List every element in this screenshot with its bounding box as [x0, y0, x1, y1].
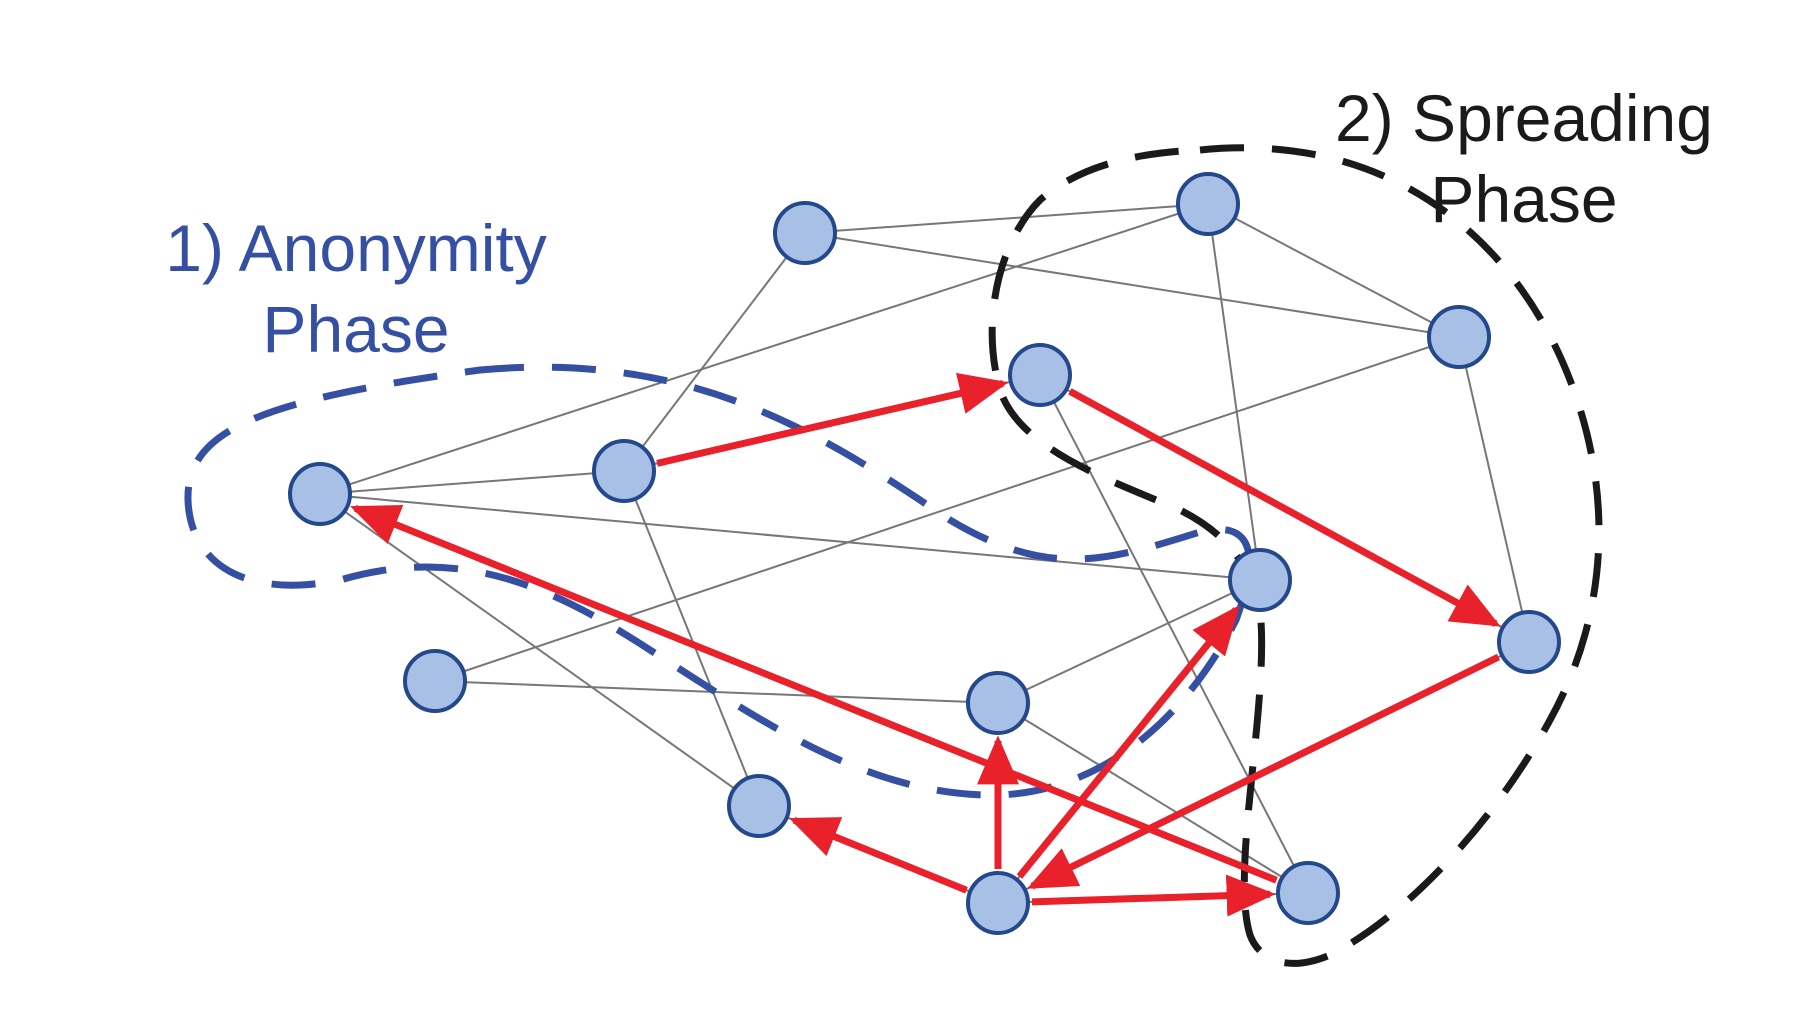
arrow-n6-n4: [656, 372, 1009, 467]
anonymity-phase-region: [184, 363, 1253, 799]
edge-n4-n13: [1039, 374, 1309, 894]
network-nodes: [288, 172, 1561, 935]
spreading-phase-region: [988, 144, 1603, 967]
node-n12: [966, 871, 1030, 935]
network-edges: [319, 203, 1530, 904]
node-n3: [1427, 305, 1491, 369]
node-n13: [1276, 861, 1340, 925]
arrow-n12-n13: [1031, 874, 1276, 917]
node-n4: [1008, 343, 1072, 407]
anonymity-phase-title: 1) Anonymity: [165, 211, 547, 285]
edge-n3-n8: [1458, 336, 1530, 643]
arrow-n4-n8: [1068, 388, 1501, 627]
node-n11: [727, 774, 791, 838]
edge-n1-n6: [623, 232, 806, 472]
node-n10: [966, 671, 1030, 735]
edge-n1-n2: [804, 203, 1209, 234]
edge-n6-n11: [623, 470, 760, 807]
node-n6: [592, 439, 656, 503]
edge-n2-n3: [1207, 203, 1460, 338]
edge-n5-n7: [319, 493, 1261, 581]
node-n2: [1176, 172, 1240, 236]
spreading-phase-title: 2) Spreading: [1335, 81, 1713, 155]
edge-n5-n6: [319, 470, 625, 495]
edge-n1-n3: [804, 232, 1460, 338]
spreading-phase-subtitle: Phase: [1430, 162, 1617, 236]
spreading-arrows: [350, 372, 1501, 917]
edge-n2-n5: [319, 203, 1209, 495]
edge-n10-n13: [997, 702, 1309, 894]
arrow-n13-n5: [350, 504, 1278, 884]
node-n1: [773, 201, 837, 265]
edge-n2-n7: [1207, 203, 1261, 581]
edge-n9-n10: [434, 680, 999, 704]
arrow-n12-n14: [1016, 605, 1240, 879]
node-n7: [1228, 548, 1292, 612]
node-n9: [403, 649, 467, 713]
edge-n3-n9: [434, 336, 1460, 682]
edge-n5-n11: [319, 493, 760, 807]
arrow-n8-n12: [1027, 653, 1501, 890]
node-n5: [288, 462, 352, 526]
anonymity-phase-subtitle: Phase: [262, 292, 449, 366]
node-n8: [1497, 610, 1561, 674]
edge-n7-n10: [997, 579, 1261, 704]
arrow-n12-n11: [789, 817, 968, 894]
